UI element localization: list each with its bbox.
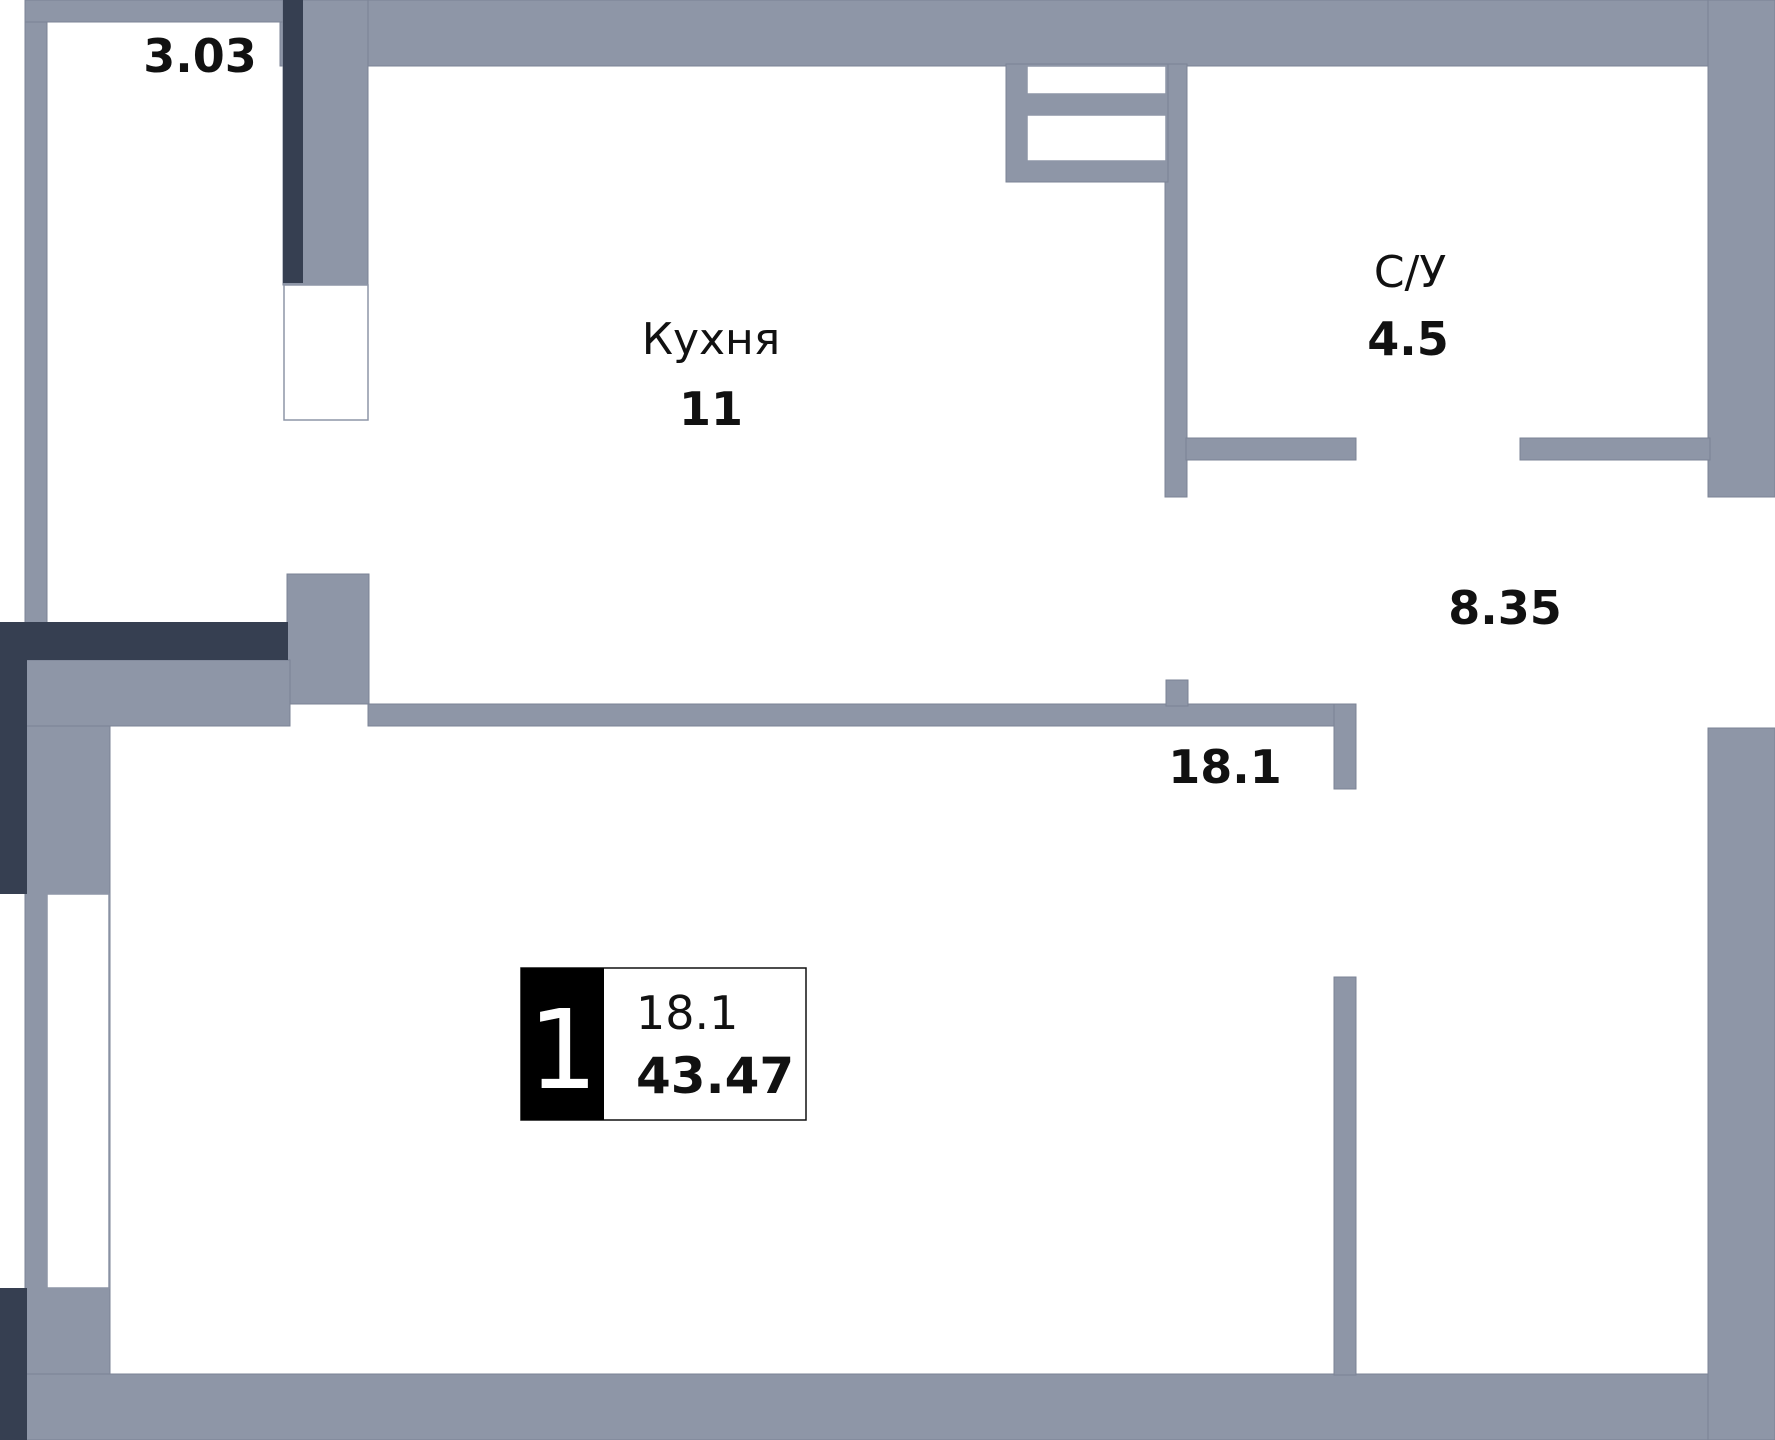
vent-channels: [1026, 65, 1167, 162]
exterior-dark-walls: [0, 0, 303, 1440]
dark-wall-mid-h: [0, 622, 288, 660]
wall-right-upper: [1707, 0, 1775, 498]
dark-wall-left-bottom: [0, 1288, 27, 1440]
dark-wall-balcony: [283, 0, 303, 283]
wall-bottom: [24, 1373, 1775, 1440]
vent-channel-2: [1026, 114, 1167, 162]
wall-living-right-top: [1333, 703, 1357, 790]
bathroom-area: 4.5: [1367, 312, 1449, 366]
wall-balcony-left: [24, 0, 48, 626]
badge-rooms-box: [521, 968, 604, 1120]
room-labels: 3.03 Кухня 11 С/У 4.5 8.35 18.1: [143, 29, 1562, 794]
windows: [46, 284, 369, 1289]
wall-living-right: [1333, 976, 1357, 1376]
wall-bath-bottom-left: [1185, 437, 1357, 461]
wall-kitchen-stub: [286, 573, 370, 705]
apartment-badge: 1 18.1 43.47: [520, 967, 807, 1121]
living-area: 18.1: [1168, 740, 1282, 794]
badge-rooms-count: 1: [528, 986, 598, 1114]
badge-total-area: 43.47: [636, 1047, 794, 1105]
wall-top: [279, 0, 1775, 67]
window-kitchen: [283, 284, 369, 421]
wall-bath-bottom-right: [1519, 437, 1711, 461]
wall-kitchen-bath: [1164, 63, 1188, 498]
dark-wall-left-top: [0, 622, 27, 894]
balcony-area: 3.03: [143, 29, 257, 83]
wall-kitchen-living: [367, 703, 1357, 727]
kitchen-area: 11: [679, 382, 743, 436]
wall-balcony-top: [24, 0, 286, 23]
wall-kitchen-stub-small: [1165, 679, 1189, 707]
bathroom-name: С/У: [1374, 247, 1447, 298]
hall-area: 8.35: [1448, 581, 1562, 635]
window-living: [46, 893, 110, 1289]
wall-right-lower: [1707, 727, 1775, 1440]
badge-living-area: 18.1: [636, 986, 738, 1040]
kitchen-name: Кухня: [642, 314, 781, 365]
vent-channel-1: [1026, 65, 1167, 95]
wall-left-upper: [24, 659, 291, 727]
